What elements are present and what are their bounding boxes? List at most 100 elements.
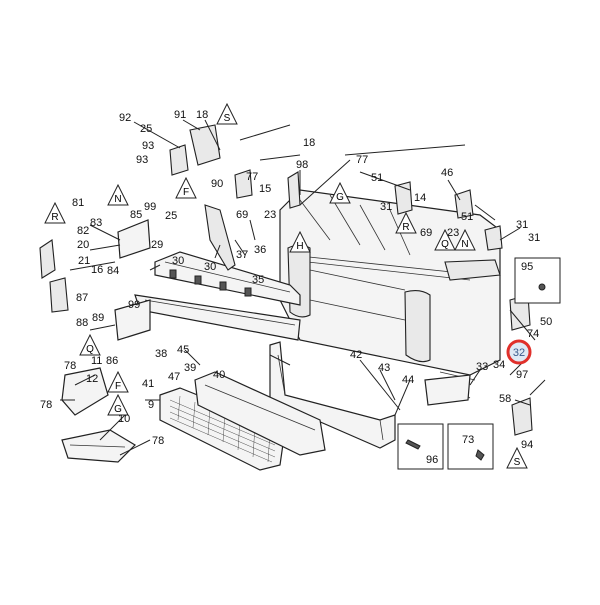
marker-s-top: S bbox=[224, 113, 231, 124]
callout-label: 30 bbox=[204, 261, 216, 273]
callout-label: 11 bbox=[91, 355, 102, 367]
callout-label: 78 bbox=[40, 399, 52, 411]
callout-label: 10 bbox=[118, 413, 130, 425]
callout-label: 94 bbox=[521, 439, 533, 451]
callout-label: 81 bbox=[72, 197, 84, 209]
callout-label: 96 bbox=[426, 454, 438, 466]
plate-84 bbox=[114, 219, 151, 341]
marker-n-left: N bbox=[114, 194, 121, 205]
callout-label: 29 bbox=[151, 239, 163, 251]
callout-label: 46 bbox=[441, 167, 453, 179]
marker-r-right: R bbox=[402, 222, 409, 233]
callout-label: 14 bbox=[414, 192, 426, 204]
callout-label: 36 bbox=[254, 244, 266, 256]
upper-trim bbox=[154, 251, 301, 306]
marker-n-right: N bbox=[461, 239, 468, 250]
grille-mesh bbox=[159, 387, 286, 471]
corner-pieces bbox=[61, 367, 136, 463]
callout-label: 89 bbox=[92, 312, 104, 324]
callout-label: 84 bbox=[107, 265, 119, 277]
callout-label: 97 bbox=[516, 369, 528, 381]
callout-label: 86 bbox=[106, 355, 118, 367]
callout-label: 25 bbox=[140, 123, 152, 135]
callout-label: 37 bbox=[236, 249, 248, 261]
callout-label: 82 bbox=[77, 225, 89, 237]
callout-label: 93 bbox=[142, 140, 154, 152]
callout-label: 74 bbox=[527, 328, 539, 340]
callout-label: 31 bbox=[528, 232, 540, 244]
callout-label: 40 bbox=[213, 369, 225, 381]
callout-label: 47 bbox=[168, 371, 180, 383]
marker-f-top: F bbox=[183, 187, 189, 198]
callout-label: 92 bbox=[119, 112, 131, 124]
letter-markers: S F N R G H Q N R Q F G S bbox=[44, 102, 528, 469]
callout-label: 85 bbox=[130, 209, 142, 221]
callout-label: 35 bbox=[252, 274, 264, 286]
callout-label: 38 bbox=[155, 348, 167, 360]
callout-label: 20 bbox=[77, 239, 89, 251]
marker-g-left: G bbox=[114, 404, 122, 415]
callout-label: 39 bbox=[184, 362, 196, 374]
callout-label: 9 bbox=[148, 399, 154, 411]
callout-label: 77 bbox=[356, 154, 368, 166]
inset-box-73 bbox=[447, 423, 494, 470]
highlighted-callout[interactable]: 32 bbox=[506, 339, 532, 365]
callout-label: 88 bbox=[76, 317, 88, 329]
marker-h-center: H bbox=[296, 241, 303, 252]
callout-label: 90 bbox=[211, 178, 223, 190]
bracket-right bbox=[509, 294, 533, 436]
callout-label: 58 bbox=[499, 393, 511, 405]
callout-label: 99 bbox=[128, 299, 140, 311]
leader-lines bbox=[60, 119, 546, 456]
callout-label: 44 bbox=[402, 374, 414, 386]
marker-g-center: G bbox=[336, 192, 344, 203]
callout-label: 23 bbox=[264, 209, 276, 221]
callout-label: 45 bbox=[177, 344, 189, 356]
callout-numbers: 92 91 18 25 93 93 18 98 77 77 46 15 51 5… bbox=[40, 109, 552, 466]
callout-label: 98 bbox=[296, 159, 308, 171]
callout-label: 23 bbox=[447, 227, 459, 239]
marker-f-left: F bbox=[115, 381, 121, 392]
callout-label: 87 bbox=[76, 292, 88, 304]
bracket-left bbox=[39, 239, 69, 313]
callout-label: 51 bbox=[461, 211, 473, 223]
marker-q-left: Q bbox=[86, 344, 94, 355]
callout-label: 16 bbox=[91, 264, 103, 276]
callout-label: 69 bbox=[236, 209, 248, 221]
lower-grille-frame bbox=[194, 371, 326, 456]
callout-label: 78 bbox=[152, 435, 164, 447]
callout-label: 99 bbox=[144, 201, 156, 213]
side-panel bbox=[204, 204, 236, 271]
callout-label: 18 bbox=[303, 137, 315, 149]
inset-box-96 bbox=[397, 423, 444, 470]
callout-label: 33 bbox=[476, 361, 488, 373]
callout-label: 18 bbox=[196, 109, 208, 121]
marker-r-left: R bbox=[51, 212, 58, 223]
callout-label: 77 bbox=[246, 171, 258, 183]
callout-label: 51 bbox=[371, 172, 383, 184]
callout-label: 91 bbox=[174, 109, 186, 121]
callout-label: 30 bbox=[172, 255, 184, 267]
callout-label: 78 bbox=[64, 360, 76, 372]
bumper-strip bbox=[134, 294, 301, 341]
callout-label: 93 bbox=[136, 154, 148, 166]
inset-box-95 bbox=[514, 257, 561, 304]
callout-label: 12 bbox=[86, 373, 98, 385]
callout-label: 41 bbox=[142, 378, 154, 390]
marker-s-right: S bbox=[514, 457, 521, 468]
callout-label: 69 bbox=[420, 227, 432, 239]
callout-label: 25 bbox=[165, 210, 177, 222]
callout-label: 31 bbox=[380, 201, 392, 213]
callout-label: 42 bbox=[350, 349, 362, 361]
callout-label: 34 bbox=[493, 359, 505, 371]
callout-label: 15 bbox=[259, 183, 271, 195]
callout-label: 95 bbox=[521, 261, 533, 273]
callout-label: 31 bbox=[516, 219, 528, 231]
callout-32-label: 32 bbox=[513, 347, 525, 359]
callout-label: 21 bbox=[78, 255, 90, 267]
callout-label: 83 bbox=[90, 217, 102, 229]
callout-label: 43 bbox=[378, 362, 390, 374]
callout-label: 73 bbox=[462, 434, 474, 446]
